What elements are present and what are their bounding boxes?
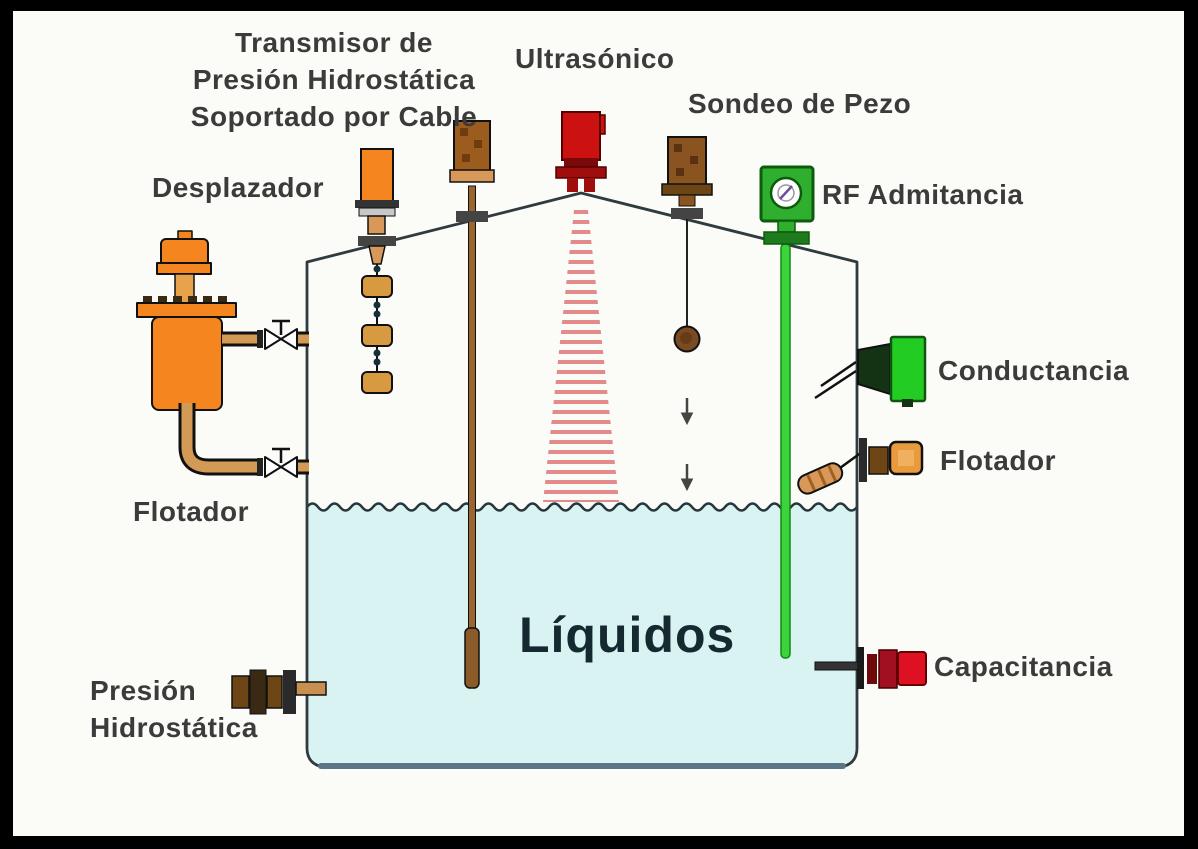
label-displacer: Desplazador: [152, 172, 324, 203]
label-cable-transmitter-line1: Transmisor de: [235, 27, 433, 58]
label-cable-transmitter-line3: Soportado por Cable: [190, 101, 478, 132]
label-hydrostatic-pressure-line2: Hidrostática: [90, 712, 258, 743]
conductance-device: [814, 335, 927, 407]
label-cable-transmitter: Transmisor de Presión Hidrostática Sopor…: [190, 24, 478, 135]
displacer-device: [355, 148, 399, 394]
upper-valve-icon: [264, 319, 298, 350]
label-liquid: Líquidos: [519, 607, 736, 663]
lower-valve-icon: [264, 447, 298, 478]
label-hydrostatic-pressure-line1: Presión: [90, 675, 197, 706]
label-float-right: Flotador: [940, 445, 1056, 476]
down-arrow-icon: [680, 398, 694, 492]
label-capacitance: Capacitancia: [934, 651, 1113, 682]
label-hydrostatic-pressure: Presión Hidrostática: [90, 672, 258, 746]
label-rf-admittance: RF Admitancia: [822, 179, 1024, 210]
hydrostatic-pressure-device: [231, 669, 327, 715]
liquid-surface-wave: [306, 502, 858, 512]
rf-admittance-device: [759, 165, 815, 659]
cable-pressure-transmitter-device: [449, 120, 495, 689]
ultrasonic-device: [555, 111, 607, 192]
label-conductance: Conductancia: [938, 355, 1130, 386]
float-cage-device: [136, 230, 309, 478]
liquid-body: [306, 502, 858, 766]
plumb-bob-device: [661, 136, 713, 492]
ultrasonic-beam: [543, 210, 619, 502]
tank-shell: [305, 191, 859, 769]
side-float-device: [797, 438, 924, 495]
capacitance-device: [814, 647, 927, 689]
label-cable-transmitter-line2: Presión Hidrostática: [192, 64, 476, 95]
label-plumb-bob: Sondeo de Pezo: [688, 88, 912, 119]
label-float-left: Flotador: [133, 496, 249, 527]
label-ultrasonic: Ultrasónico: [515, 43, 675, 74]
dial-needle-icon: [779, 185, 793, 200]
